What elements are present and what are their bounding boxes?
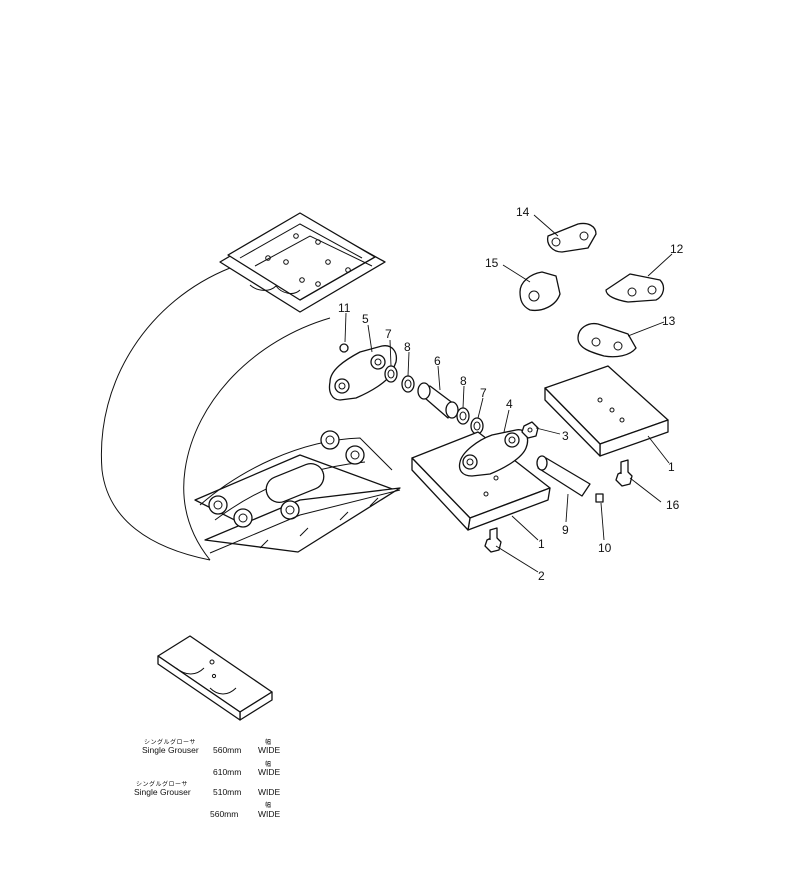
legend-size-4: 560mm bbox=[210, 809, 239, 819]
callout-9: 9 bbox=[562, 523, 569, 537]
legend-mark-4: 幅 bbox=[265, 803, 272, 809]
master-link-part-13 bbox=[577, 322, 637, 358]
callout-8b: 8 bbox=[460, 374, 467, 388]
track-assembly bbox=[100, 212, 401, 561]
callout-11: 11 bbox=[338, 301, 351, 315]
master-link-part-14 bbox=[546, 222, 597, 253]
legend-mark-1: 幅 bbox=[265, 740, 272, 746]
legend-mark-2: 幅 bbox=[265, 762, 272, 768]
callout-6: 6 bbox=[434, 354, 441, 368]
track-shoe bbox=[411, 429, 551, 531]
legend-size-3: 510mm bbox=[213, 787, 242, 797]
callout-7b: 7 bbox=[480, 386, 487, 400]
callout-13: 13 bbox=[662, 314, 676, 328]
bolt bbox=[484, 527, 502, 553]
nut bbox=[521, 421, 539, 439]
legend-wide-1: WIDE bbox=[258, 745, 281, 755]
master-link-part-15 bbox=[519, 271, 561, 312]
seal-ring bbox=[384, 365, 398, 383]
callout-5: 5 bbox=[362, 312, 369, 326]
callout-12: 12 bbox=[670, 242, 684, 256]
pin bbox=[536, 455, 591, 497]
single-grouser-shoe bbox=[157, 635, 273, 721]
legend-wide-4: WIDE bbox=[258, 809, 281, 819]
callout-1b: 1 bbox=[538, 537, 545, 551]
bushing bbox=[417, 382, 459, 419]
spacer-ring bbox=[401, 375, 415, 393]
callout-7: 7 bbox=[385, 327, 392, 341]
plug bbox=[595, 493, 604, 503]
legend-jp-1: シングルグローサ bbox=[144, 740, 196, 746]
callout-1: 1 bbox=[668, 460, 675, 474]
callout-8: 8 bbox=[404, 340, 411, 354]
leader-lines bbox=[344, 214, 673, 573]
spacer-ring-2 bbox=[456, 407, 470, 425]
callout-4: 4 bbox=[506, 397, 513, 411]
callout-3: 3 bbox=[562, 429, 569, 443]
callout-2: 2 bbox=[538, 569, 545, 583]
bolt-right bbox=[615, 459, 633, 487]
track-shoe-right bbox=[544, 365, 669, 457]
legend-jp-3: シングルグローサ bbox=[136, 782, 188, 788]
callout-16: 16 bbox=[666, 498, 680, 512]
legend-name-1: Single Grouser bbox=[142, 745, 199, 755]
legend-size-2: 610mm bbox=[213, 767, 242, 777]
legend-name-3: Single Grouser bbox=[134, 787, 191, 797]
callout-labels: 14 15 12 13 11 5 7 8 6 8 7 4 3 1 16 9 10… bbox=[338, 205, 684, 583]
legend-wide-3: WIDE bbox=[258, 787, 281, 797]
master-link-part-12 bbox=[605, 273, 665, 303]
callout-15: 15 bbox=[485, 256, 499, 270]
legend-size-1: 560mm bbox=[213, 745, 242, 755]
pin-cap bbox=[339, 343, 349, 353]
callout-10: 10 bbox=[598, 541, 612, 555]
callout-14: 14 bbox=[516, 205, 530, 219]
seal-ring-2 bbox=[470, 417, 484, 435]
legend-wide-2: WIDE bbox=[258, 767, 281, 777]
